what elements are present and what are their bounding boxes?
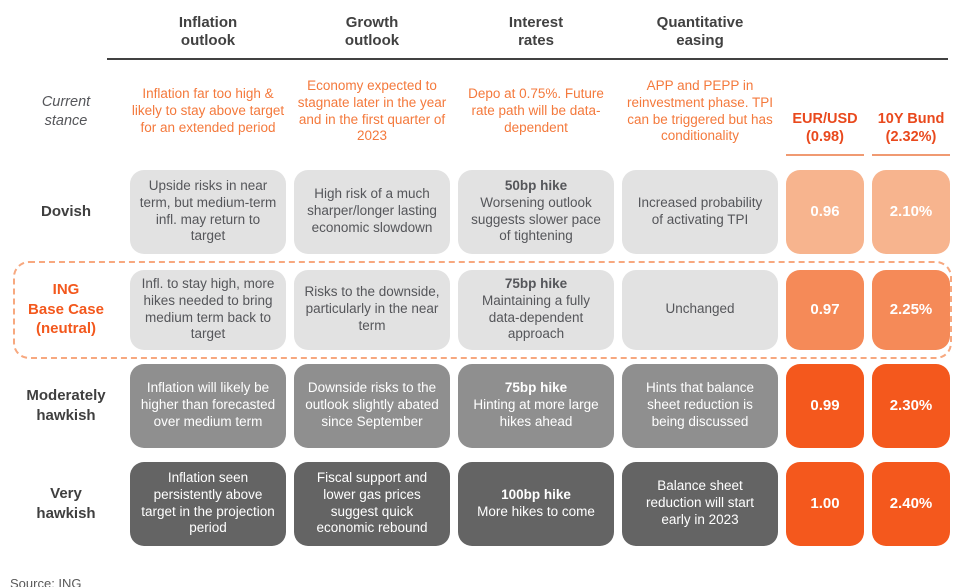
mod-hawkish-growth-cell: Downside risks to the outlook slightly a… (294, 363, 450, 448)
cell-text: Downside risks to the outlook slightly a… (305, 380, 439, 429)
source-note: Source: ING (10, 575, 82, 587)
mod-hawkish-qe-cell: Hints that balance sheet reduction is be… (622, 363, 778, 448)
rate-hike-headline: 50bp hike (504, 178, 568, 194)
current-stance-row: Current stance Inflation far too high & … (10, 68, 957, 156)
base-case-inflation-cell: Infl. to stay high, more hikes needed to… (130, 269, 286, 350)
row-moderately-hawkish: Moderately hawkish Inflation will likely… (10, 363, 957, 448)
rate-hike-detail: Hinting at more large hikes ahead (473, 397, 599, 429)
cell-text: Upside risks in near term, but medium-te… (139, 178, 277, 244)
very-hawkish-bund-value: 2.40% (872, 461, 950, 546)
base-case-eurusd-value: 0.97 (786, 269, 864, 350)
column-header-row: Inflation outlook Growth outlook Interes… (10, 14, 957, 58)
cell-text: Fiscal support and lower gas prices sugg… (316, 470, 428, 536)
rate-hike-detail: More hikes to come (477, 503, 595, 519)
very-hawkish-eurusd-value: 1.00 (786, 461, 864, 546)
stance-inflation-text: Inflation far too high & likely to stay … (131, 86, 285, 135)
header-inflation-outlook: Inflation outlook (178, 14, 238, 49)
dovish-qe-cell: Increased probability of activating TPI (622, 169, 778, 254)
rate-hike-headline: 75bp hike (504, 380, 568, 396)
rate-hike-detail: Maintaining a fully data-dependent appro… (481, 292, 591, 342)
base-case-growth-cell: Risks to the downside, particularly in t… (294, 269, 450, 350)
base-case-bund-value: 2.25% (872, 269, 950, 350)
cell-text: Inflation will likely be higher than for… (140, 380, 276, 429)
current-stance-label: Current stance (41, 93, 91, 129)
very-hawkish-inflation-cell: Inflation seen persistently above target… (130, 461, 286, 546)
row-base-case: ING Base Case (neutral) Infl. to stay hi… (10, 269, 957, 350)
dovish-inflation-cell: Upside risks in near term, but medium-te… (130, 169, 286, 254)
dovish-growth-cell: High risk of a much sharper/longer lasti… (294, 169, 450, 254)
header-interest-rates: Interest rates (508, 14, 564, 49)
header-quantitative-easing: Quantitative easing (656, 14, 744, 49)
dovish-eurusd-value: 0.96 (786, 169, 864, 254)
header-growth-outlook: Growth outlook (344, 14, 400, 49)
cell-text: Risks to the downside, particularly in t… (304, 284, 440, 333)
very-hawkish-qe-cell: Balance sheet reduction will start early… (622, 461, 778, 546)
base-case-qe-cell: Unchanged (622, 269, 778, 350)
cell-text: Inflation seen persistently above target… (141, 470, 275, 536)
bund-column-header: 10Y Bund (2.32%) (872, 110, 950, 156)
cell-text: Unchanged (665, 301, 735, 317)
dovish-bund-value: 2.10% (872, 169, 950, 254)
mod-hawkish-bund-value: 2.30% (872, 363, 950, 448)
row-label-very-hawkish: Very hawkish (36, 485, 96, 522)
stance-growth-text: Economy expected to stagnate later in th… (297, 78, 447, 144)
very-hawkish-growth-cell: Fiscal support and lower gas prices sugg… (294, 461, 450, 546)
eurusd-column-header: EUR/USD (0.98) (786, 110, 864, 156)
row-dovish: Dovish Upside risks in near term, but me… (10, 169, 957, 254)
cell-text: High risk of a much sharper/longer lasti… (307, 186, 437, 235)
cell-text: Infl. to stay high, more hikes needed to… (141, 276, 275, 342)
row-very-hawkish: Very hawkish Inflation seen persistently… (10, 461, 957, 546)
row-label-base-case: ING Base Case (neutral) (28, 281, 104, 338)
cell-text: Hints that balance sheet reduction is be… (645, 380, 755, 429)
stance-qe-text: APP and PEPP in reinvestment phase. TPI … (626, 78, 774, 144)
header-divider-line (107, 58, 948, 60)
cell-text: Increased probability of activating TPI (637, 194, 763, 227)
mod-hawkish-eurusd-value: 0.99 (786, 363, 864, 448)
row-base-case-container: ING Base Case (neutral) Infl. to stay hi… (10, 260, 957, 359)
cell-text: Balance sheet reduction will start early… (645, 478, 755, 527)
stance-rates-text: Depo at 0.75%. Future rate path will be … (468, 86, 604, 135)
rate-hike-headline: 100bp hike (501, 486, 571, 502)
rate-hike-detail: Worsening outlook suggests slower pace o… (471, 194, 601, 244)
mod-hawkish-inflation-cell: Inflation will likely be higher than for… (130, 363, 286, 448)
row-label-dovish: Dovish (40, 202, 91, 220)
rate-hike-headline: 75bp hike (504, 276, 568, 292)
row-label-moderately-hawkish: Moderately hawkish (26, 387, 106, 424)
